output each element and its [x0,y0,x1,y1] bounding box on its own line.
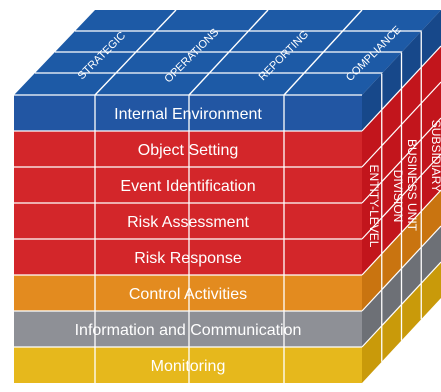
component-label: Monitoring [151,358,226,375]
component-label: Control Activities [129,286,247,303]
side-row-line [361,189,441,276]
side-face [361,10,441,383]
entity-label-entity-level: ENTITY-LEVEL [367,165,381,248]
side-row-line [361,117,441,204]
component-label: Risk Assessment [127,214,249,231]
component-label: Risk Response [134,250,242,267]
component-row [14,131,362,167]
component-label: Internal Environment [114,106,262,123]
side-row-line [361,81,441,168]
component-row [14,239,362,275]
side-row-line [361,225,441,312]
component-label: Event Identification [120,178,255,195]
component-label: Object Setting [138,142,239,159]
entity-label-subsidiary: SUBSIDIARY [429,120,441,192]
side-row-line [361,45,441,132]
side-row-line [361,261,441,348]
entity-label-business-unit: BUSINESS UNIT [405,139,419,232]
component-row [14,95,362,131]
component-row [14,347,362,383]
entity-labels: ENTITY-LEVEL DIVISION BUSINESS UNIT SUBS… [367,120,441,248]
entity-label-division: DIVISION [391,170,405,223]
component-row [14,311,362,347]
component-row [14,275,362,311]
component-label: Information and Communication [75,322,302,339]
side-row-line [361,153,441,240]
component-row [14,203,362,239]
component-row [14,167,362,203]
top-face: STRATEGIC OPERATIONS REPORTING COMPLIANC… [14,9,441,96]
